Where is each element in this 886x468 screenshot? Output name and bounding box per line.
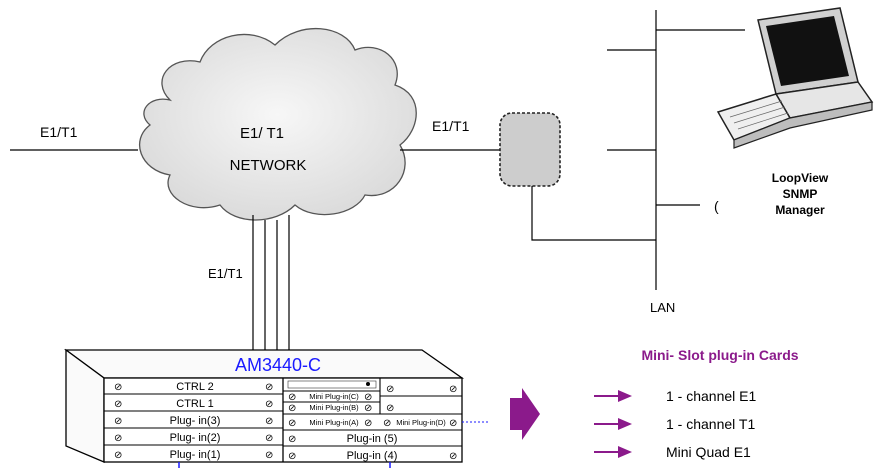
vertical-link-lines — [252, 215, 290, 350]
slot-plugin-5: Plug-in (5) — [347, 433, 398, 445]
slot-screw-icons: ⊘⊘ ⊘⊘ ⊘⊘ ⊘⊘ ⊘⊘ ⊘⊘ ⊘⊘ ⊘⊘ ⊘⊘ ⊘⊘ ⊘ ⊘⊘ ⊘ — [114, 382, 457, 462]
router-device — [499, 112, 561, 187]
chassis-feet — [178, 462, 391, 468]
lan-paren: ( — [714, 198, 719, 214]
slot-mini-c: Mini Plug-in(C) — [309, 392, 359, 401]
svg-text:⊘: ⊘ — [114, 433, 122, 444]
svg-text:⊘: ⊘ — [265, 416, 273, 427]
legend-item-3: Mini Quad E1 — [666, 444, 751, 460]
chassis-title: AM3440-C — [235, 355, 321, 375]
cloud-line2: NETWORK — [230, 157, 307, 174]
purple-arrow-icon — [594, 390, 632, 458]
legend-item-2: 1 - channel T1 — [666, 416, 755, 432]
slot-plugin-4: Plug-in (4) — [347, 450, 398, 462]
svg-text:⊘: ⊘ — [288, 434, 296, 445]
svg-text:⊘: ⊘ — [265, 399, 273, 410]
svg-text:⊘: ⊘ — [386, 403, 394, 414]
lan-label: LAN — [650, 300, 675, 315]
svg-text:⊘: ⊘ — [383, 418, 391, 429]
svg-text:⊘: ⊘ — [288, 418, 296, 429]
svg-text:⊘: ⊘ — [114, 416, 122, 427]
right-link-label: E1/T1 — [432, 118, 470, 134]
network-cloud: E1/ T1 NETWORK — [139, 27, 417, 221]
manager-line1: LoopView — [772, 171, 829, 185]
legend-title: Mini- Slot plug-in Cards — [641, 347, 798, 363]
slot-plugin-1: Plug- in(1) — [170, 449, 221, 461]
svg-text:⊘: ⊘ — [449, 384, 457, 395]
svg-text:⊘: ⊘ — [265, 450, 273, 461]
svg-text:⊘: ⊘ — [288, 451, 296, 462]
slot-mini-b: Mini Plug-in(B) — [309, 403, 359, 412]
svg-text:⊘: ⊘ — [364, 403, 372, 414]
manager-line2: SNMP — [783, 187, 818, 201]
left-link-label: E1/T1 — [40, 124, 78, 140]
slot-plugin-3: Plug- in(3) — [170, 415, 221, 427]
svg-text:⊘: ⊘ — [449, 451, 457, 462]
slot-mini-d: Mini Plug-in(D) — [396, 418, 446, 427]
slot-ctrl2: CTRL 2 — [176, 381, 214, 393]
svg-text:⊘: ⊘ — [288, 392, 296, 403]
svg-text:⊘: ⊘ — [386, 384, 394, 395]
svg-text:⊘: ⊘ — [114, 399, 122, 410]
am3440-chassis — [64, 348, 465, 463]
laptop-icon — [716, 7, 874, 149]
svg-text:⊘: ⊘ — [449, 418, 457, 429]
slot-ctrl1: CTRL 1 — [176, 398, 214, 410]
vertical-link-label: E1/T1 — [208, 266, 243, 281]
svg-text:⊘: ⊘ — [265, 382, 273, 393]
svg-text:⊘: ⊘ — [288, 403, 296, 414]
svg-text:⊘: ⊘ — [114, 382, 122, 393]
big-purple-arrow — [510, 388, 540, 440]
cloud-line1: E1/ T1 — [240, 125, 284, 142]
slot-mini-a: Mini Plug-in(A) — [309, 418, 359, 427]
svg-text:⊘: ⊘ — [364, 392, 372, 403]
svg-text:⊘: ⊘ — [265, 433, 273, 444]
svg-text:⊘: ⊘ — [364, 418, 372, 429]
svg-text:⊘: ⊘ — [114, 450, 122, 461]
router-lan-connection — [531, 186, 656, 241]
legend-item-1: 1 - channel E1 — [666, 388, 756, 404]
slot-plugin-2: Plug- in(2) — [170, 432, 221, 444]
manager-line3: Manager — [775, 203, 825, 217]
